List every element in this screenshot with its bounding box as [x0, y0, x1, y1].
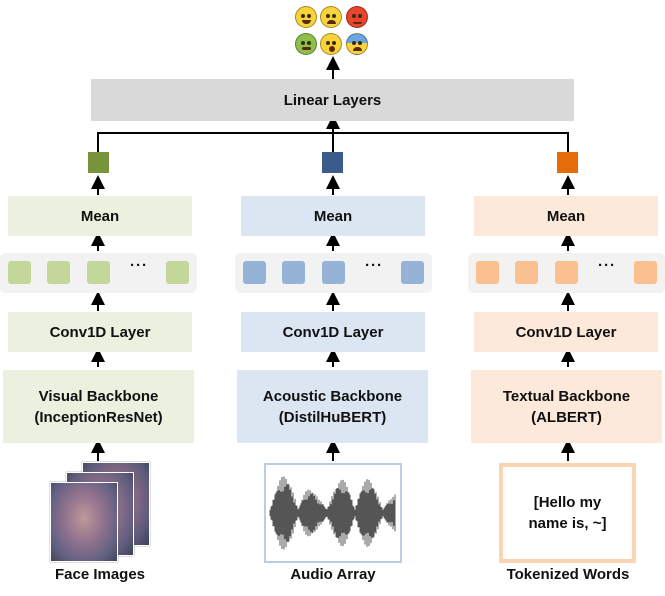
textual-input-label: Tokenized Words — [506, 566, 630, 583]
textual-conv-box: Conv1D Layer — [474, 312, 658, 352]
visual-feature-sequence: ··· — [0, 253, 197, 293]
visual-backbone-name: Visual Backbone — [38, 387, 159, 405]
textual-feature-sequence: ··· — [468, 253, 665, 293]
visual-backbone-box: Visual Backbone (InceptionResNet) — [3, 370, 194, 443]
face-image — [50, 482, 118, 562]
visual-feature-token — [47, 261, 70, 284]
textual-backbone-name: Textual Backbone — [502, 387, 631, 405]
linear-layers-label: Linear Layers — [283, 91, 382, 109]
textual-feature-token — [476, 261, 499, 284]
acoustic-feature-token — [401, 261, 424, 284]
visual-feature-token — [8, 261, 31, 284]
acoustic-feature-token — [243, 261, 266, 284]
textual-pooled-feature — [557, 152, 578, 173]
visual-mean-box: Mean — [8, 196, 192, 236]
nauseated-face-icon — [295, 33, 317, 55]
surprised-face-icon — [320, 33, 342, 55]
acoustic-feature-token — [322, 261, 345, 284]
acoustic-pooled-feature — [322, 152, 343, 173]
acoustic-backbone-box: Acoustic Backbone (DistilHuBERT) — [237, 370, 428, 443]
laughing-face-icon — [295, 6, 317, 28]
acoustic-mean-label: Mean — [313, 207, 353, 225]
visual-input-label: Face Images — [54, 566, 146, 583]
audio-waveform-icon — [269, 476, 396, 550]
acoustic-ellipsis: ··· — [365, 257, 383, 274]
text-sample-line1: [Hello my — [533, 494, 602, 511]
visual-backbone-model: (InceptionResNet) — [34, 408, 163, 426]
acoustic-backbone-name: Acoustic Backbone — [262, 387, 403, 405]
visual-feature-token — [87, 261, 110, 284]
visual-pooled-feature — [88, 152, 109, 173]
acoustic-backbone-model: (DistilHuBERT) — [278, 408, 387, 426]
face-images-stack — [50, 462, 154, 562]
visual-ellipsis: ··· — [130, 257, 148, 274]
textual-backbone-box: Textual Backbone (ALBERT) — [471, 370, 662, 443]
fearful-face-icon — [346, 33, 368, 55]
audio-waveform-panel — [264, 463, 402, 563]
visual-conv-box: Conv1D Layer — [8, 312, 192, 352]
acoustic-input-label: Audio Array — [290, 566, 376, 583]
visual-mean-label: Mean — [80, 207, 120, 225]
textual-mean-label: Mean — [546, 207, 586, 225]
crying-face-icon — [320, 6, 342, 28]
textual-feature-token — [515, 261, 538, 284]
acoustic-feature-token — [282, 261, 305, 284]
acoustic-mean-box: Mean — [241, 196, 425, 236]
angry-face-icon — [346, 6, 368, 28]
linear-layers-box: Linear Layers — [91, 79, 574, 121]
text-sample-line2: name is, ~] — [528, 515, 607, 532]
visual-feature-token — [166, 261, 189, 284]
textual-mean-box: Mean — [474, 196, 658, 236]
acoustic-feature-sequence: ··· — [235, 253, 432, 293]
textual-ellipsis: ··· — [598, 257, 616, 274]
tokenized-text-panel: [Hello my name is, ~] — [499, 463, 636, 563]
acoustic-conv-label: Conv1D Layer — [282, 323, 384, 341]
textual-backbone-model: (ALBERT) — [531, 408, 602, 426]
acoustic-conv-box: Conv1D Layer — [241, 312, 425, 352]
visual-conv-label: Conv1D Layer — [49, 323, 151, 341]
textual-conv-label: Conv1D Layer — [515, 323, 617, 341]
textual-feature-token — [634, 261, 657, 284]
textual-feature-token — [555, 261, 578, 284]
